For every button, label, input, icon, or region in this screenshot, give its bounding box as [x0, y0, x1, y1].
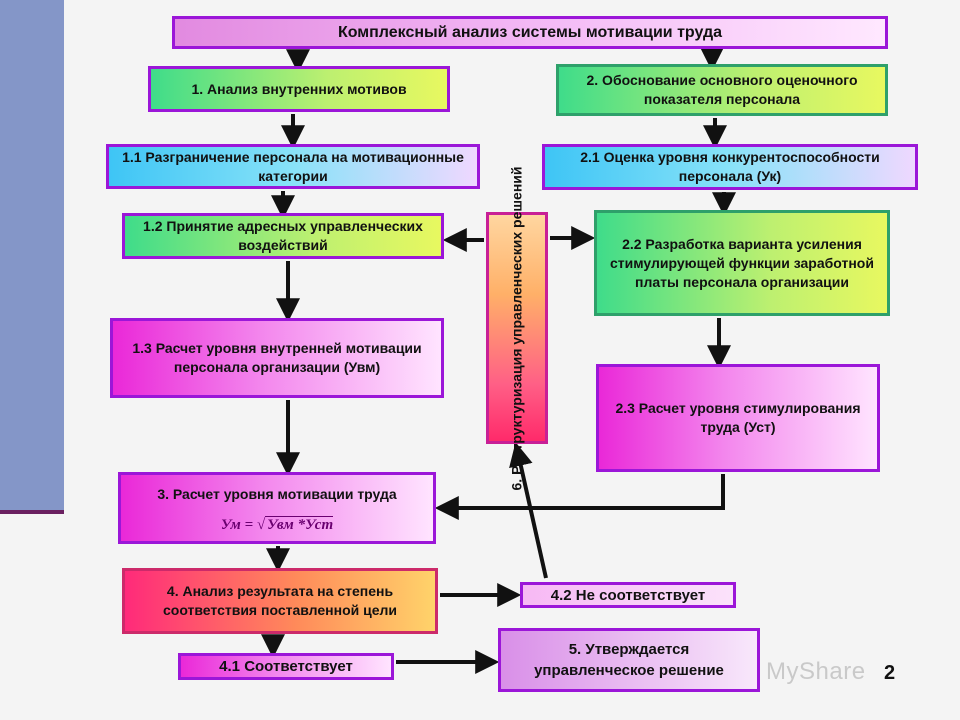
box-3-labor-motivation: 3. Расчет уровня мотивации труда Ум = √У… — [118, 472, 436, 544]
box-3-label: 3. Расчет уровня мотивации труда — [157, 486, 397, 502]
box-4-result-analysis: 4. Анализ результата на степень соответс… — [122, 568, 438, 634]
box-1-internal-motives: 1. Анализ внутренних мотивов — [148, 66, 450, 112]
box-1-3-internal-motivation: 1.3 Расчет уровня внутренней мотивации п… — [110, 318, 444, 398]
watermark: MyShare — [766, 658, 866, 685]
box-2-2-wage-variant: 2.2 Разработка варианта усиления стимули… — [594, 210, 890, 316]
diagram-title: Комплексный анализ системы мотивации тру… — [172, 16, 888, 49]
arrow-2-3-to-3 — [434, 474, 725, 520]
sidebar-bottom-line — [0, 510, 64, 514]
box-2-1-competitiveness: 2.1 Оценка уровня конкурентоспособности … — [542, 144, 918, 190]
box-2-main-indicator: 2. Обоснование основного оценочного пока… — [556, 64, 888, 116]
page-number: 2 — [884, 662, 896, 684]
box-5-decision-approved: 5. Утверждается управленческое решение — [498, 628, 760, 692]
sqrt-sign: √ — [256, 517, 266, 533]
box-4-2-not-matching: 4.2 Не соответствует — [520, 582, 736, 608]
arrow-4-2-to-6 — [509, 442, 548, 579]
box-1-2-management-actions: 1.2 Принятие адресных управленческих воз… — [122, 213, 444, 259]
box-2-3-stimulation-level: 2.3 Расчет уровня стимулирования труда (… — [596, 364, 880, 472]
motivation-formula: Ум = √Увм *Уст — [220, 516, 334, 533]
left-sidebar-band — [0, 0, 64, 512]
box-6-restructuring: 6. Реструктуризация управленческих решен… — [486, 166, 548, 490]
box-4-1-matching: 4.1 Соответствует — [178, 653, 394, 680]
box-1-1-categories: 1.1 Разграничение персонала на мотивацио… — [106, 144, 480, 189]
